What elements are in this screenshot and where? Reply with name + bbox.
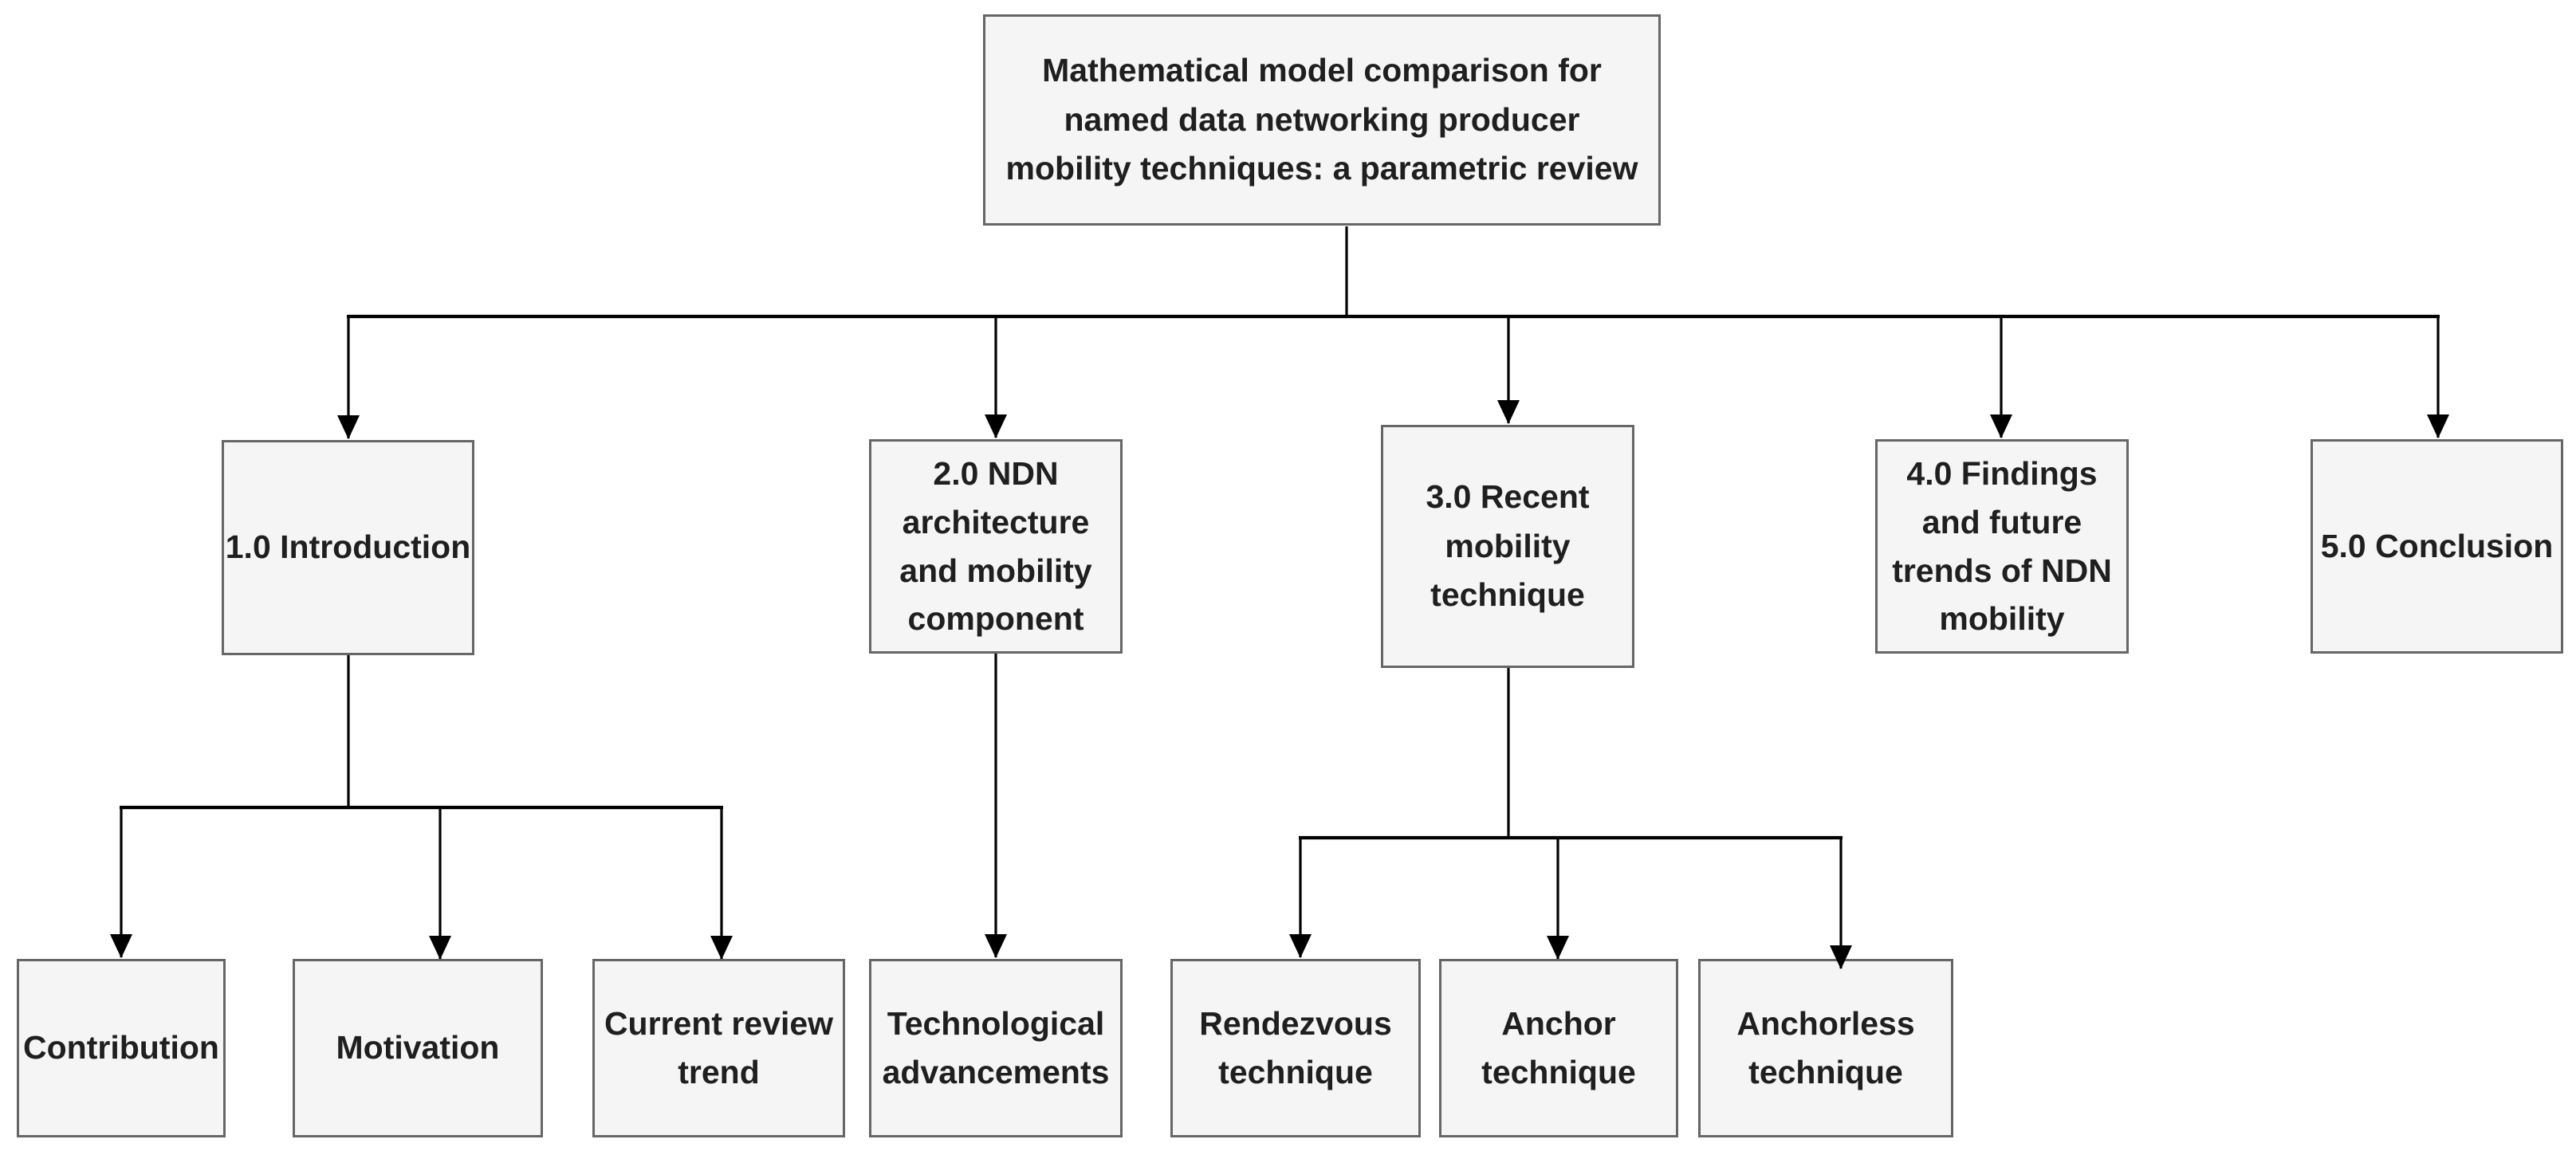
node-title: Mathematical model comparison for named … xyxy=(983,14,1661,226)
node-conclusion: 5.0 Conclusion xyxy=(2311,439,2563,654)
node-contribution: Contribution xyxy=(17,959,226,1137)
node-rendezvous-technique: Rendezvous technique xyxy=(1170,959,1421,1137)
node-technological-advancements: Technological advancements xyxy=(869,959,1123,1137)
node-recent-mobility-technique: 3.0 Recent mobility technique xyxy=(1381,425,1634,668)
node-motivation: Motivation xyxy=(293,959,543,1137)
node-anchorless-technique: Anchorless technique xyxy=(1698,959,1953,1137)
node-ndn-architecture: 2.0 NDN architecture and mobility compon… xyxy=(869,439,1123,654)
node-current-review-trend: Current review trend xyxy=(592,959,845,1137)
node-findings-future-trends: 4.0 Findings and future trends of NDN mo… xyxy=(1875,439,2129,654)
node-anchor-technique: Anchor technique xyxy=(1439,959,1678,1137)
node-introduction: 1.0 Introduction xyxy=(222,440,474,655)
